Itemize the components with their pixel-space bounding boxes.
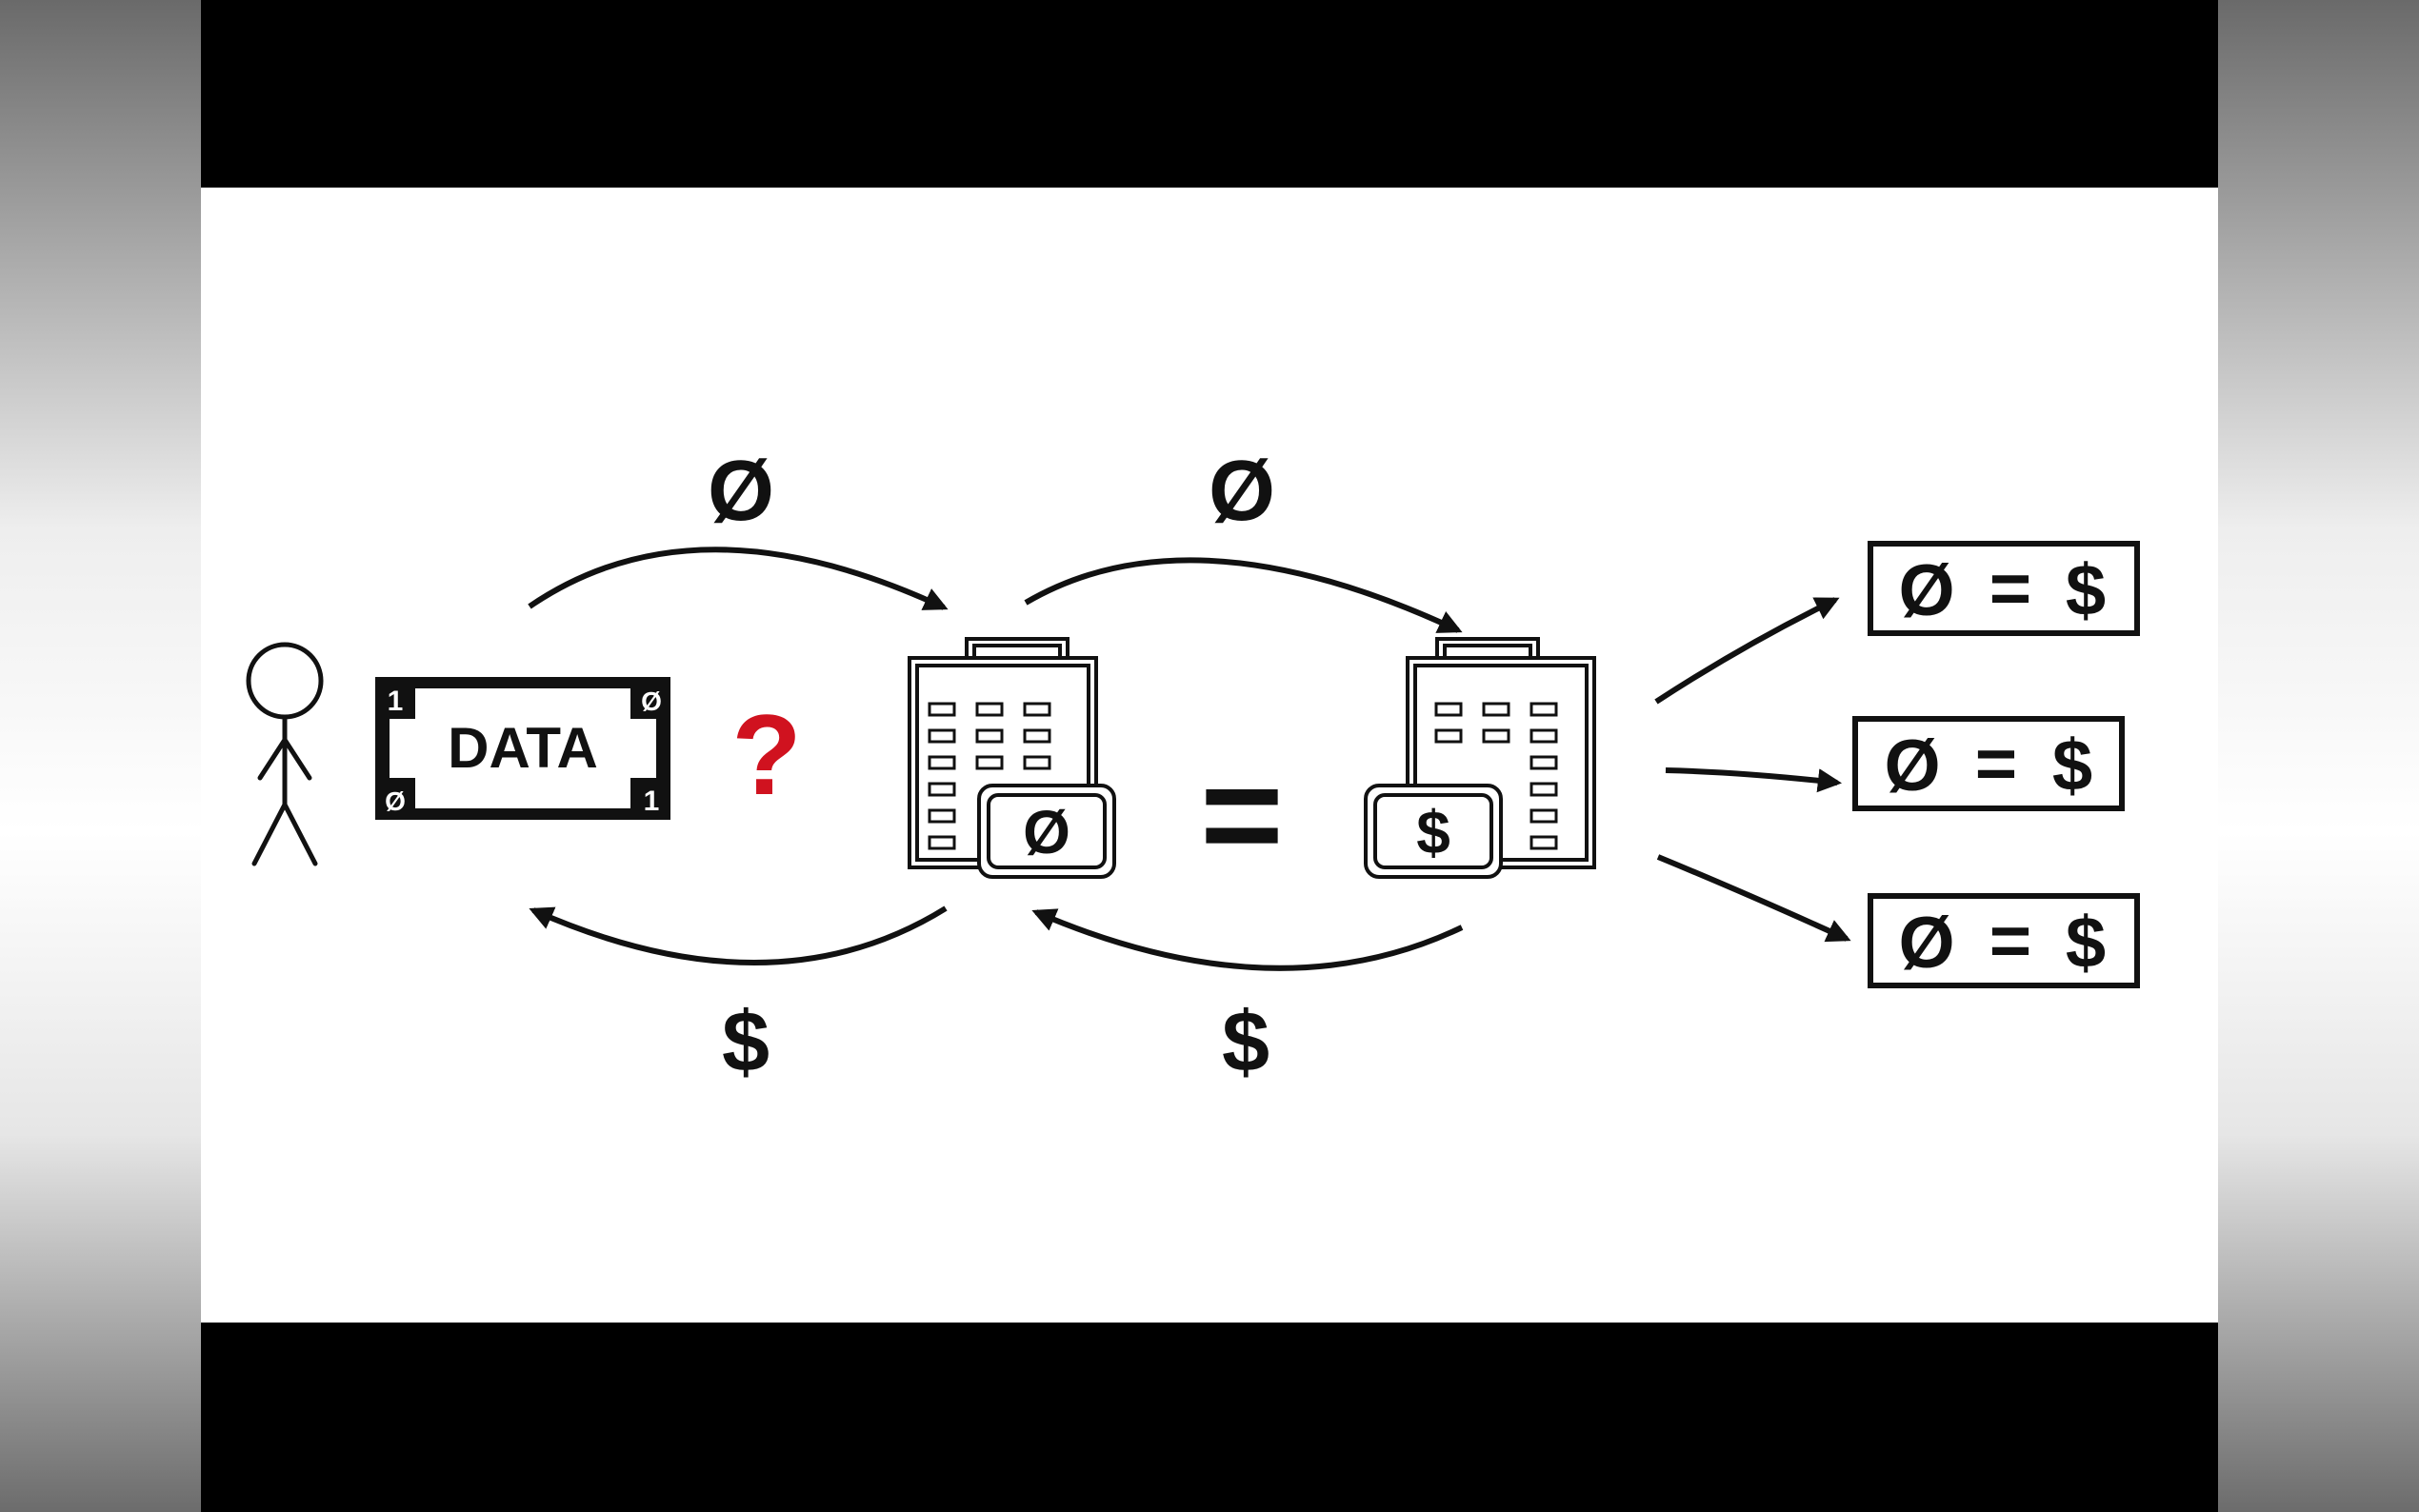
top-left-label: Ø [708,444,774,539]
bill-corner-number: 1 [644,786,660,817]
outcome-right-symbol: $ [2052,726,2092,806]
outcome-box-1: Ø = $ [1868,541,2140,636]
bottom-right-label: $ [1222,995,1269,1090]
right-pillarbox [2218,0,2419,1512]
company-building-icon [1364,637,1596,879]
question-mark: ? [731,691,801,819]
company-building-icon [908,637,1116,879]
bill-corner-symbol: Ø [385,786,406,816]
bill-corner-number: 1 [388,686,404,717]
arrow-outcome-3 [1656,854,1851,943]
outcome-left-symbol: Ø [1898,550,1954,631]
equals-sign: = [1200,734,1284,894]
arrow-outcome-1 [1654,597,1840,705]
outcome-operator: = [1975,724,2017,805]
outcome-box-3: Ø = $ [1868,893,2140,988]
arrow-top-right [1024,557,1463,633]
outcome-operator: = [1989,901,2031,982]
left-pillarbox [0,0,201,1512]
bottom-letterbox [201,1323,2218,1512]
arrow-outcome-2 [1665,767,1843,793]
diagram-canvas: 1 Ø Ø 1 DATA ? [201,188,2218,1323]
top-right-label: Ø [1209,444,1275,539]
arrow-bottom-left [529,905,948,965]
outcome-right-symbol: $ [2066,550,2106,631]
diagram-svg: 1 Ø Ø 1 DATA ? [246,444,2140,1090]
bottom-left-label: $ [722,995,770,1090]
outcome-operator: = [1989,548,2031,629]
top-letterbox [201,0,2218,188]
bill-corner-symbol: Ø [641,686,662,716]
company-left-card-symbol: Ø [1023,798,1070,866]
outcome-box-2: Ø = $ [1852,716,2125,811]
data-bill-icon: 1 Ø Ø 1 DATA [375,677,670,820]
outcome-right-symbol: $ [2066,903,2106,984]
company-right-card-symbol: $ [1416,798,1450,866]
outcome-left-symbol: Ø [1884,726,1940,806]
arrow-top-left [528,547,949,610]
stick-figure-icon [246,642,324,866]
bill-label: DATA [448,716,598,780]
outcome-left-symbol: Ø [1898,903,1954,984]
arrow-bottom-right [1031,908,1464,971]
